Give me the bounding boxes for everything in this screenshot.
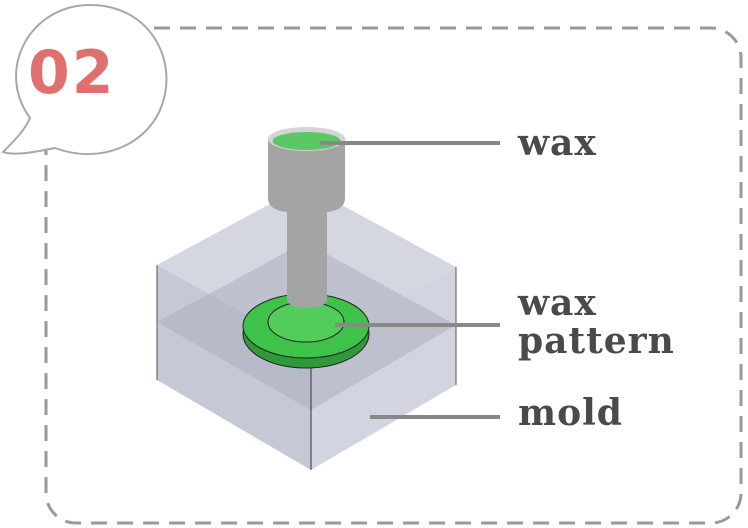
dashed-frame: [44, 26, 743, 525]
speech-bubble: [1, 3, 168, 156]
step-number-badge: 02: [28, 38, 116, 108]
wax-pattern-ring: [242, 293, 370, 369]
label-wax-pattern-line2: pattern: [518, 320, 675, 362]
wax-injector: [268, 127, 345, 308]
label-wax-pattern-line1: wax: [518, 282, 597, 324]
label-mold: mold: [518, 392, 623, 434]
label-wax: wax: [518, 122, 597, 164]
